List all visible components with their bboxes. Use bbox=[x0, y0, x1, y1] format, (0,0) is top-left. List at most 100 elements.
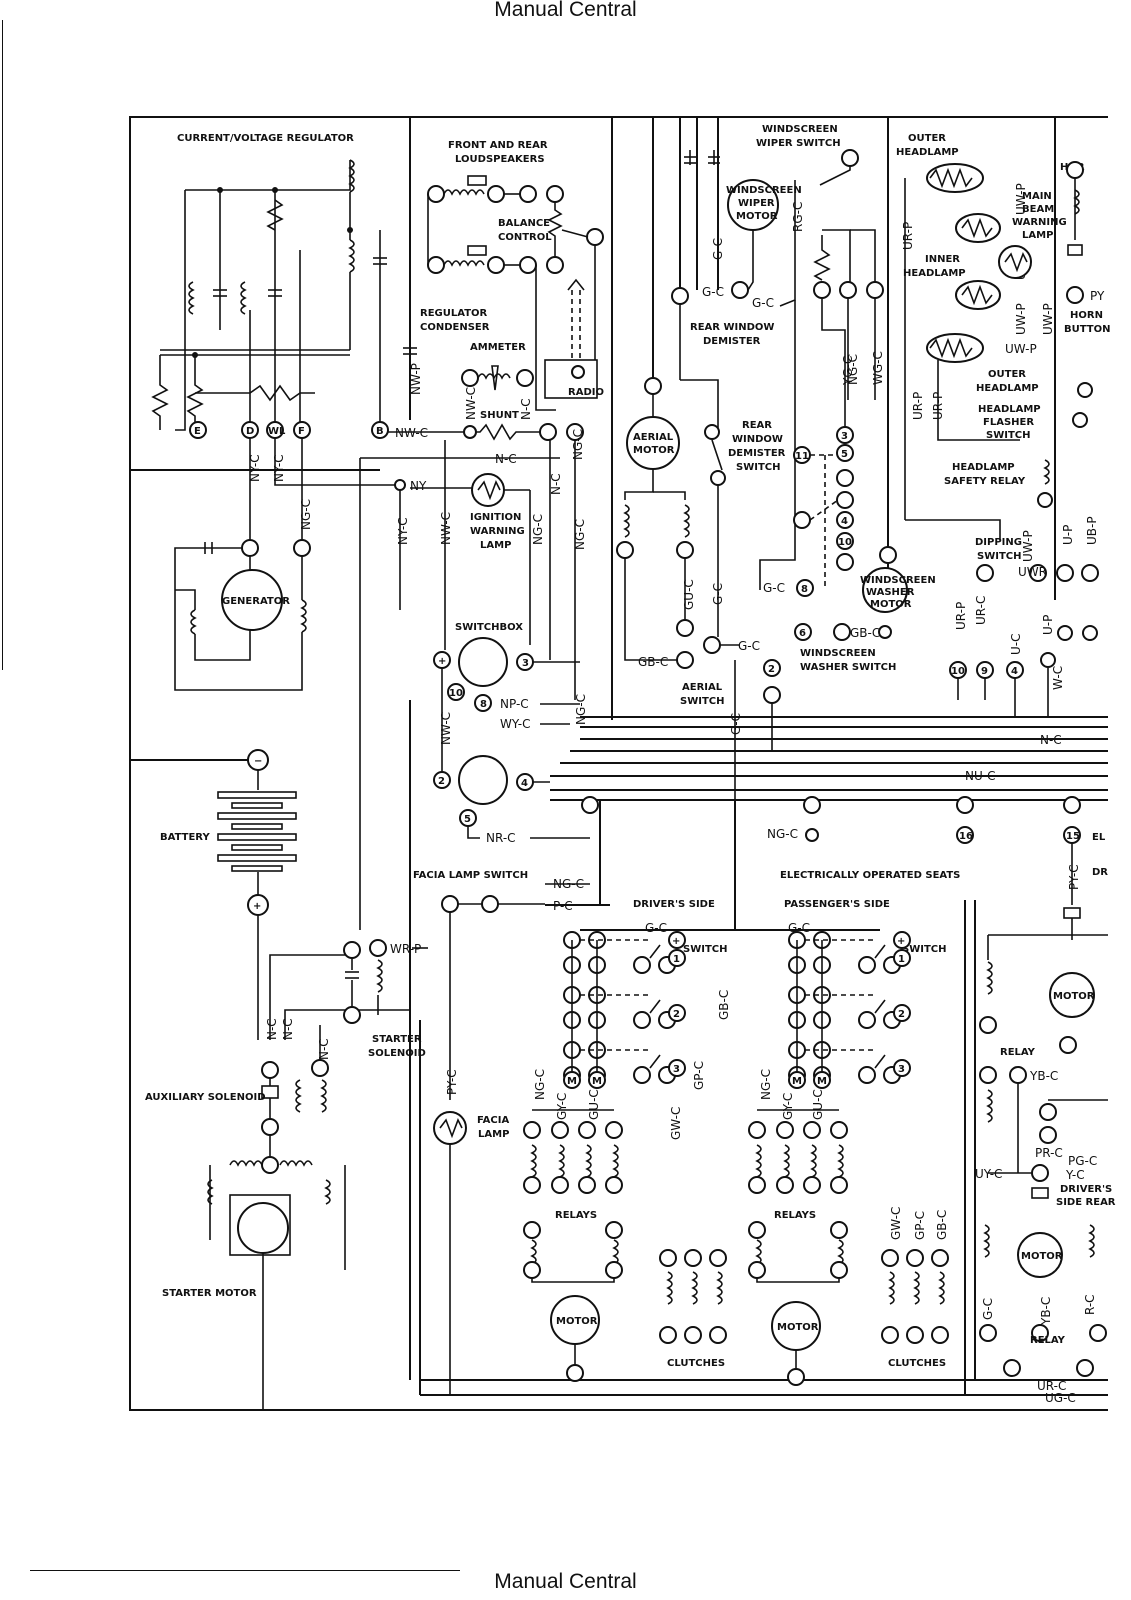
svg-text:5: 5 bbox=[464, 814, 471, 825]
svg-text:G-C: G-C bbox=[729, 713, 743, 735]
svg-text:8: 8 bbox=[480, 699, 487, 710]
svg-text:NG-C: NG-C bbox=[571, 429, 585, 460]
svg-text:PG-C: PG-C bbox=[1068, 1154, 1097, 1168]
svg-text:SWITCHBOX: SWITCHBOX bbox=[455, 622, 523, 633]
switch-lever bbox=[649, 999, 661, 1014]
coil bbox=[691, 1271, 698, 1305]
svg-text:E: E bbox=[194, 426, 201, 437]
coil bbox=[938, 1271, 945, 1305]
clutch-coils bbox=[659, 1249, 949, 1344]
svg-text:SWITCH: SWITCH bbox=[902, 944, 946, 955]
coil bbox=[585, 1144, 592, 1178]
relay-return bbox=[756, 1278, 840, 1283]
svg-text:G-C: G-C bbox=[763, 581, 785, 595]
diagram-frame bbox=[129, 116, 1108, 1411]
svg-text:GENERATOR: GENERATOR bbox=[222, 596, 290, 607]
svg-text:AUXILIARY SOLENOID: AUXILIARY SOLENOID bbox=[145, 1092, 266, 1103]
svg-text:UY-C: UY-C bbox=[975, 1167, 1002, 1181]
electric-seats: ELECTRICALLY OPERATED SEATS DRIVER'S SID… bbox=[633, 870, 960, 955]
switch-supply bbox=[893, 931, 911, 949]
switch-number: 1 bbox=[898, 954, 905, 965]
svg-text:NY-C: NY-C bbox=[248, 454, 262, 482]
svg-text:NG-C: NG-C bbox=[759, 1069, 773, 1100]
svg-text:RELAY: RELAY bbox=[1030, 1335, 1066, 1346]
svg-text:EL: EL bbox=[1092, 832, 1106, 843]
relay-terminal bbox=[748, 1176, 766, 1194]
svg-text:N-C: N-C bbox=[281, 1018, 295, 1040]
svg-text:WY-C: WY-C bbox=[500, 717, 530, 731]
relay-terminal bbox=[776, 1176, 794, 1194]
svg-text:NG-C: NG-C bbox=[574, 694, 588, 725]
svg-text:WL: WL bbox=[268, 426, 286, 437]
svg-text:UR-P: UR-P bbox=[954, 602, 968, 630]
svg-text:B: B bbox=[376, 426, 384, 437]
svg-text:G-C: G-C bbox=[702, 285, 724, 299]
svg-text:G-C: G-C bbox=[752, 296, 774, 310]
relay-terminal bbox=[803, 1121, 821, 1139]
svg-text:G-C: G-C bbox=[788, 921, 810, 935]
svg-text:UR-C: UR-C bbox=[974, 596, 988, 625]
svg-text:UW-P: UW-P bbox=[1021, 530, 1035, 562]
relay-terminal bbox=[748, 1221, 766, 1239]
relay-terminal bbox=[523, 1121, 541, 1139]
battery: − + BATTERY bbox=[160, 749, 297, 1040]
svg-text:10: 10 bbox=[449, 688, 463, 699]
svg-text:GY-C: GY-C bbox=[555, 1093, 569, 1120]
coil bbox=[783, 1144, 790, 1178]
svg-text:UR-P: UR-P bbox=[911, 392, 925, 420]
switch-position bbox=[893, 1004, 911, 1022]
svg-text:N-C: N-C bbox=[495, 452, 517, 466]
relay-terminal bbox=[830, 1261, 848, 1279]
svg-text:NW-C: NW-C bbox=[464, 387, 478, 420]
svg-text:YB-C: YB-C bbox=[1039, 1297, 1053, 1326]
page-footer: Manual Central bbox=[494, 1570, 637, 1593]
svg-text:MOTOR: MOTOR bbox=[1053, 991, 1095, 1002]
svg-text:6: 6 bbox=[799, 628, 806, 639]
svg-text:+: + bbox=[438, 656, 446, 667]
svg-text:NU-C: NU-C bbox=[965, 769, 995, 783]
clutch-terminal bbox=[881, 1326, 899, 1344]
svg-text:MOTOR: MOTOR bbox=[1021, 1251, 1063, 1262]
svg-text:UW-P: UW-P bbox=[1005, 342, 1037, 356]
switch-terminal bbox=[858, 1011, 876, 1029]
switch-position bbox=[668, 1004, 686, 1022]
svg-text:NR-C: NR-C bbox=[486, 831, 516, 845]
svg-text:5: 5 bbox=[841, 449, 848, 460]
svg-text:NW-P: NW-P bbox=[409, 363, 423, 395]
svg-text:FACIA LAMP SWITCH: FACIA LAMP SWITCH bbox=[413, 870, 528, 881]
clutch-terminal bbox=[709, 1326, 727, 1344]
generator-body bbox=[221, 569, 283, 631]
svg-text:UW-P: UW-P bbox=[1041, 303, 1055, 335]
switch-lever bbox=[874, 999, 886, 1014]
svg-text:STARTER MOTOR: STARTER MOTOR bbox=[162, 1288, 257, 1299]
svg-text:GW-C: GW-C bbox=[669, 1107, 683, 1140]
motor-terminal-label: M bbox=[817, 1076, 827, 1087]
svg-text:GB-C: GB-C bbox=[935, 1210, 949, 1240]
svg-text:2: 2 bbox=[768, 664, 775, 675]
svg-text:NG-C: NG-C bbox=[533, 1069, 547, 1100]
relay-return bbox=[531, 1278, 615, 1283]
coil bbox=[612, 1239, 619, 1265]
svg-text:U-C: U-C bbox=[1009, 634, 1023, 656]
svg-text:N-C: N-C bbox=[519, 398, 533, 420]
svg-text:RADIO: RADIO bbox=[568, 387, 604, 398]
switchbox: SWITCHBOX + 3 10 8 NP-C WY-C NW-C NG-C 2… bbox=[433, 622, 590, 845]
coil bbox=[913, 1271, 920, 1305]
switch-supply bbox=[668, 931, 686, 949]
svg-text:NW-C: NW-C bbox=[439, 512, 453, 545]
svg-text:UW-P: UW-P bbox=[1014, 303, 1028, 335]
switch-supply-label: + bbox=[897, 936, 905, 947]
switch-number: 2 bbox=[673, 1009, 680, 1020]
relay-terminal bbox=[748, 1261, 766, 1279]
svg-text:+: + bbox=[253, 901, 261, 912]
switch-lever bbox=[874, 944, 886, 959]
